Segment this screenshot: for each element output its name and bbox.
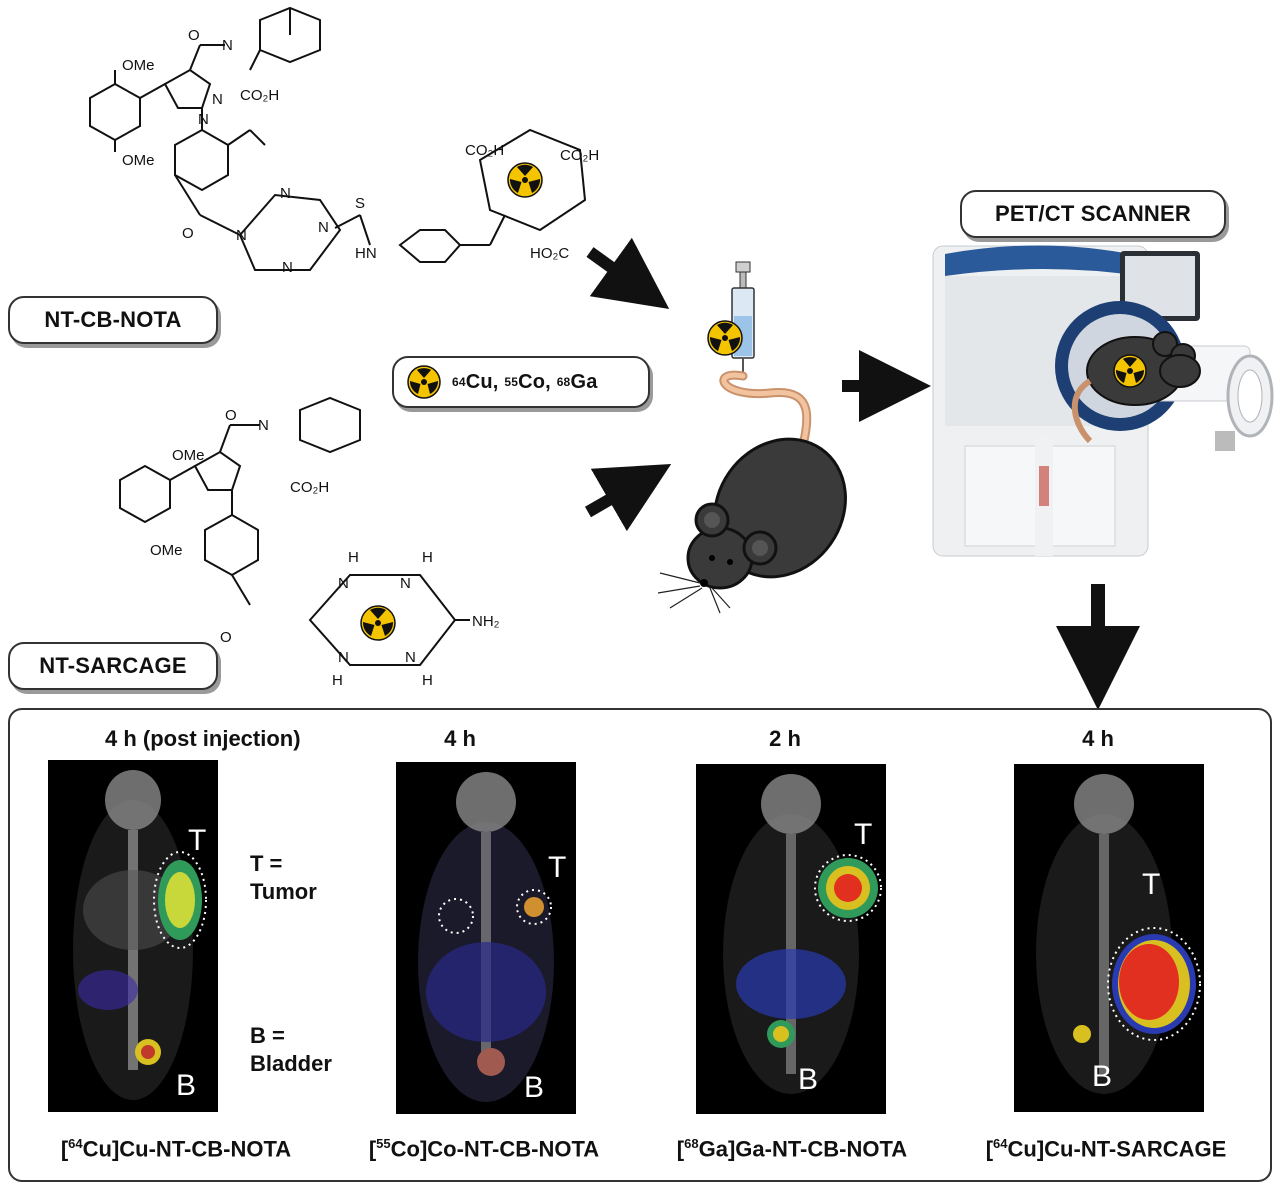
amide-o-top: O <box>188 27 200 44</box>
pet-scan-4: T B <box>1014 764 1204 1112</box>
scan-4-bladder-marker: B <box>1092 1060 1112 1093</box>
caption-3-text: Ga]Ga-NT-CB-NOTA <box>698 1136 908 1162</box>
arrow-down-right <box>586 237 670 310</box>
caption-4-mass: 64 <box>993 1136 1008 1151</box>
scan-1-time: 4 h (post injection) <box>105 726 301 751</box>
sar-n4: N <box>405 649 416 666</box>
caption-2-bracket: [ <box>368 1136 377 1162</box>
pet-scan-2: T B <box>396 762 576 1114</box>
radiation-icon-sarcage <box>360 605 396 641</box>
scan-3-tumor-marker: T <box>854 818 872 851</box>
nt-sarcage-label: NT-SARCAGE <box>8 642 218 690</box>
radiation-icon-nota <box>507 162 543 198</box>
amide-n-top: N <box>222 37 233 54</box>
scan-2-bladder-marker: B <box>524 1071 544 1104</box>
nt-cb-nota-label: NT-CB-NOTA <box>8 296 218 344</box>
sar-h2: H <box>422 549 433 566</box>
flow-arrows <box>585 237 1140 710</box>
amide-o-sar: O <box>220 629 232 646</box>
caption-4-text: Cu]Cu-NT-SARCAGE <box>1007 1136 1227 1162</box>
scan-3-time: 2 h <box>769 726 801 751</box>
scan-2-caption: [55Co]Co-NT-CB-NOTA <box>338 1136 630 1162</box>
arrow-up-right <box>585 464 672 532</box>
scan-2-tumor-marker: T <box>548 851 566 884</box>
pet-scan-1: T B <box>48 760 218 1112</box>
nt-cb-nota-structure: OMe OMe N N O N CO₂H O N N N N S HN CO₂H… <box>89 6 599 276</box>
pyrazole-n1: N <box>198 111 209 128</box>
scan-1-bladder-marker: B <box>176 1069 196 1102</box>
co-mass: 55 <box>504 375 519 389</box>
scan-4-tumor-marker: T <box>1142 868 1160 901</box>
scan-2-time: 4 h <box>444 726 476 751</box>
scan-1-tumor-marker: T <box>188 824 206 857</box>
sar-n3: N <box>338 649 349 666</box>
ome-top-label: OMe <box>122 57 155 74</box>
mouse-icon <box>657 437 847 614</box>
thiourea-hn: HN <box>355 245 377 262</box>
radiation-icon <box>407 365 441 399</box>
caption-1-text: Cu]Cu-NT-CB-NOTA <box>82 1136 292 1162</box>
pet-scan-3: T B <box>696 764 886 1114</box>
nt-sarcage-structure: OMe OMe O N CO₂H O N N N N H H H H NH₂ <box>119 396 500 689</box>
ome-bottom-label: OMe <box>122 152 155 169</box>
sar-nh2: NH₂ <box>472 613 500 630</box>
scan-4-caption: [64Cu]Cu-NT-SARCAGE <box>955 1136 1257 1162</box>
scan-3-caption: [68Ga]Ga-NT-CB-NOTA <box>646 1136 938 1162</box>
sar-h1: H <box>348 549 359 566</box>
mouse-injection-illustration <box>657 261 847 614</box>
ga-mass: 68 <box>556 375 571 389</box>
ome-bottom-label-2: OMe <box>150 542 183 559</box>
macro-n3: N <box>318 219 329 236</box>
pet-ct-scanner-label: PET/CT SCANNER <box>960 190 1226 238</box>
co2h-sar: CO₂H <box>290 479 329 496</box>
macro-n2: N <box>280 185 291 202</box>
radiation-icon-syringe <box>707 320 743 356</box>
pyrazole-n2: N <box>212 91 223 108</box>
macro-n1: N <box>236 227 247 244</box>
macro-n4: N <box>282 259 293 276</box>
radiation-icon-scanner <box>1113 354 1147 388</box>
co2h-nota-1: CO₂H <box>465 142 504 159</box>
co2h-top: CO₂H <box>240 87 279 104</box>
caption-2-mass: 55 <box>376 1136 391 1151</box>
pet-ct-scanner-illustration <box>932 245 1274 557</box>
thiourea-s: S <box>355 195 365 212</box>
sar-n2: N <box>400 575 411 592</box>
caption-3-mass: 68 <box>684 1136 699 1151</box>
legend-bladder-line2: Bladder <box>250 1051 332 1076</box>
scan-3-bladder-marker: B <box>798 1063 818 1096</box>
ome-top-label-2: OMe <box>172 447 205 464</box>
legend-tumor-line1: T = <box>250 851 283 876</box>
ga-symbol: Ga <box>570 370 598 393</box>
caption-3-bracket: [ <box>676 1136 685 1162</box>
caption-1-mass: 64 <box>68 1136 83 1151</box>
syringe-icon <box>731 261 755 376</box>
caption-2-text: Co]Co-NT-CB-NOTA <box>390 1136 600 1162</box>
ho2c-nota: HO₂C <box>530 245 569 262</box>
sar-h3: H <box>332 672 343 689</box>
legend-bladder: B = Bladder <box>250 1022 332 1078</box>
co2h-nota-2: CO₂H <box>560 147 599 164</box>
scan-1-caption: [64Cu]Cu-NT-CB-NOTA <box>26 1136 326 1162</box>
legend-bladder-line1: B = <box>250 1023 285 1048</box>
caption-4-bracket: [ <box>985 1136 994 1162</box>
amide-o-mid: O <box>182 225 194 242</box>
caption-1-bracket: [ <box>60 1136 69 1162</box>
co-symbol: Co, <box>518 370 551 393</box>
amide-n-2: N <box>258 417 269 434</box>
cu-mass: 64 <box>452 375 466 389</box>
sar-n1: N <box>338 575 349 592</box>
sar-h4: H <box>422 672 433 689</box>
scan-4-time: 4 h <box>1082 726 1114 751</box>
cu-symbol: Cu, <box>465 370 499 393</box>
legend-tumor-line2: Tumor <box>250 879 317 904</box>
legend-tumor: T = Tumor <box>250 850 317 906</box>
amide-o-2: O <box>225 407 237 424</box>
